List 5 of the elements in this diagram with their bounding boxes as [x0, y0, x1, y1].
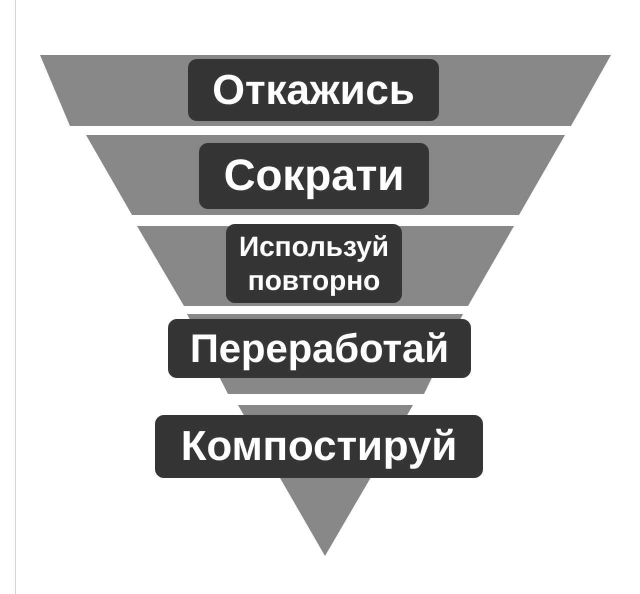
step-label: Используй повторно: [226, 224, 402, 303]
step-label: Сократи: [199, 143, 429, 209]
step-label: Откажись: [188, 59, 439, 121]
step-label: Переработай: [168, 319, 471, 378]
step-label: Компостируй: [155, 415, 483, 478]
